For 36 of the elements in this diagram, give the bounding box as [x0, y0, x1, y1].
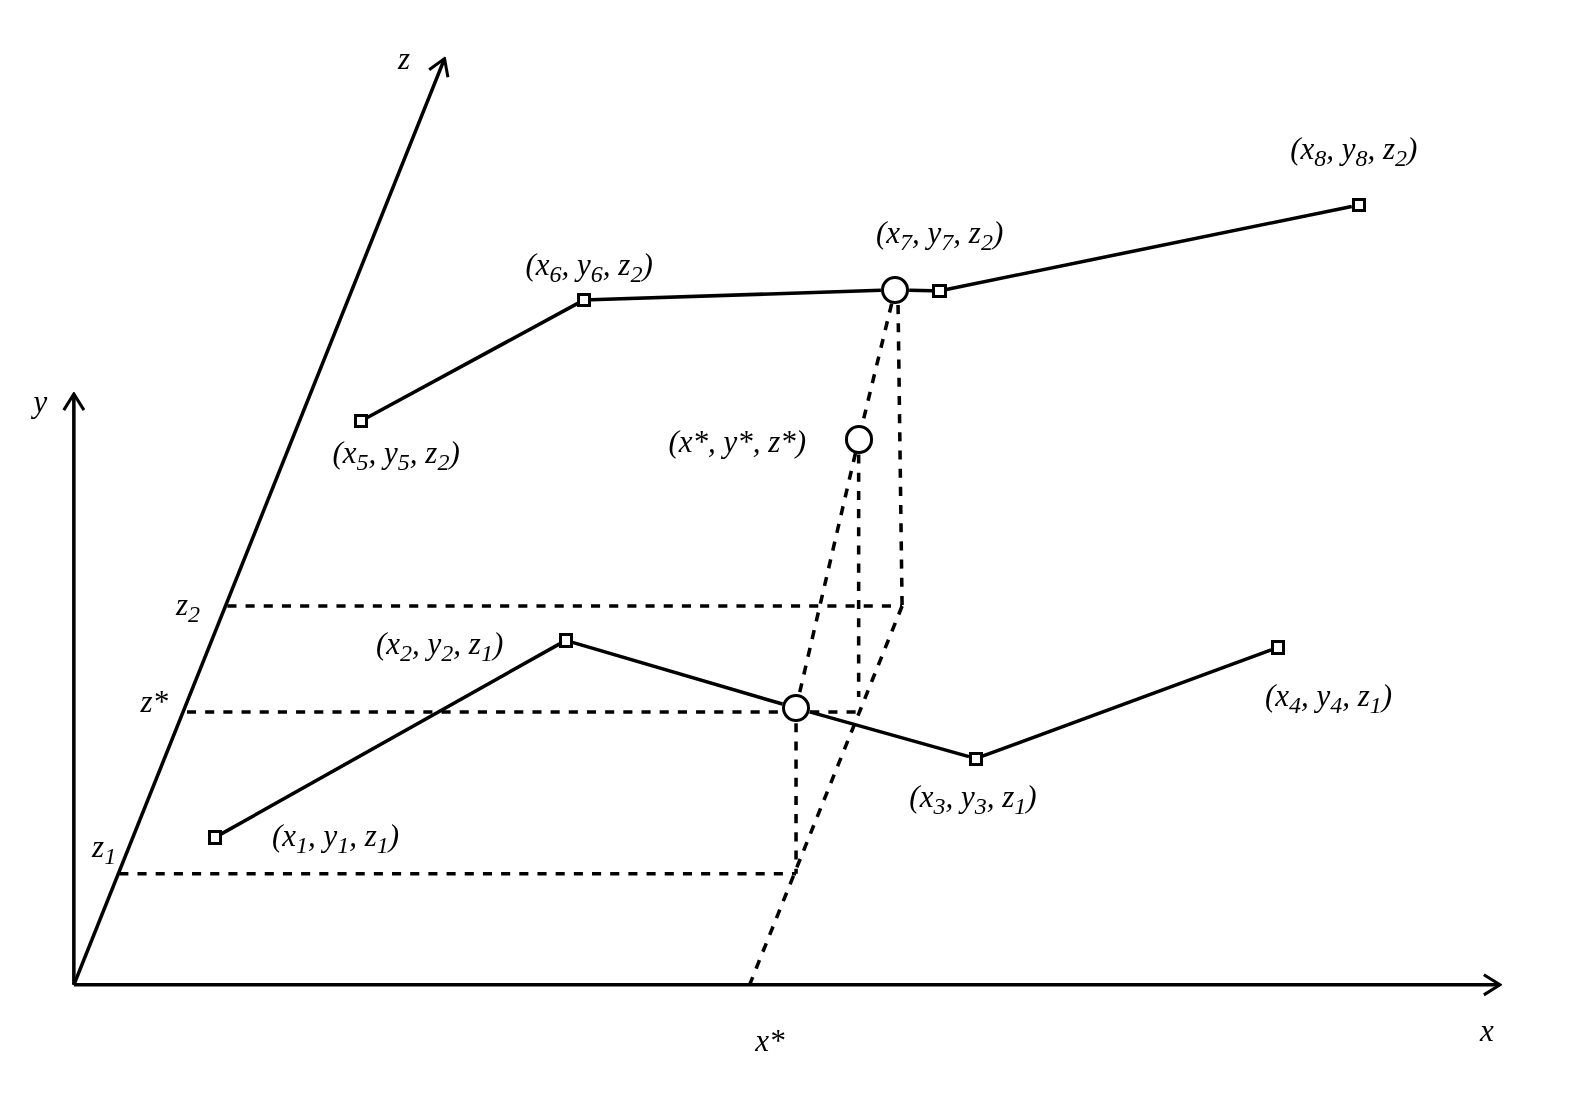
axis-label: y: [33, 385, 48, 417]
tick-label: z$_{1}$: [92, 831, 117, 863]
line-segment: [220, 642, 561, 836]
coordinate-label: (x$_{1}$, y$_{1}$, z$_{1}$): [271, 819, 400, 851]
line-segment: [572, 640, 783, 706]
coordinate-label: (x*, y*, z*): [668, 425, 807, 457]
line-segment: [366, 301, 579, 420]
tick-label: x*: [755, 1025, 785, 1056]
circle-marker: [880, 275, 910, 305]
circle-marker: [844, 425, 873, 454]
coordinate-label: (x$_{6}$, y$_{6}$, z$_{2}$): [525, 249, 653, 281]
line-segment: [809, 710, 970, 759]
coordinate-label: (x$_{4}$, y$_{4}$, z$_{1}$): [1264, 679, 1393, 711]
line-segment: [946, 204, 1353, 292]
tick-label: z*: [140, 685, 169, 717]
tick-label: z$_{2}$: [175, 588, 200, 620]
coordinate-label: (x$_{2}$, y$_{2}$, z$_{1}$): [375, 628, 504, 659]
line-segment: [909, 288, 933, 293]
point-marker: [558, 633, 573, 648]
point-marker: [353, 414, 368, 429]
coordinate-label: (x$_{7}$, y$_{7}$, z$_{2}$): [876, 216, 1004, 248]
axis-label: x: [1480, 1014, 1494, 1046]
point-marker: [1351, 198, 1366, 213]
point-marker: [208, 830, 223, 845]
point-marker: [1270, 640, 1285, 655]
line-segment: [590, 288, 881, 302]
coordinate-label: (x$_{3}$, y$_{3}$, z$_{1}$): [909, 780, 1037, 812]
point-marker: [932, 283, 947, 298]
circle-marker: [781, 694, 811, 723]
coordinate-label: (x$_{5}$, y$_{5}$, z$_{2}$): [332, 437, 460, 469]
point-marker: [576, 292, 591, 308]
coordinate-label: (x$_{8}$, y$_{8}$, z$_{2}$): [1290, 133, 1418, 164]
axis-label: z: [398, 43, 411, 75]
dashed-line: [797, 452, 858, 695]
point-marker: [968, 751, 983, 766]
line-segment: [981, 648, 1272, 758]
